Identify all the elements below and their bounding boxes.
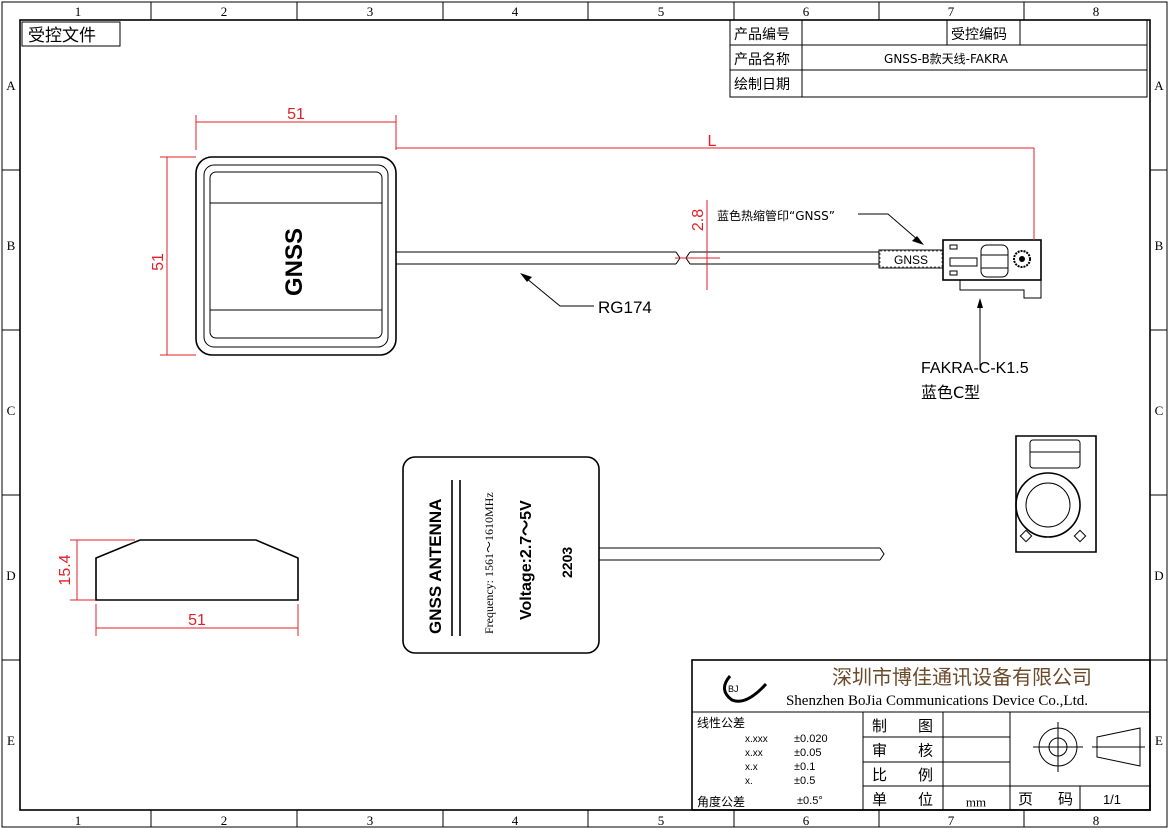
page-label-a: 页 bbox=[1018, 790, 1033, 808]
title-row-value: mm bbox=[966, 795, 986, 810]
connector-label: FAKRA-C-K1.5 bbox=[921, 360, 1029, 377]
label-title: GNSS ANTENNA bbox=[426, 499, 445, 634]
antenna-top-view: GNSS RG174 GNSS 蓝色热缩管印“GNSS” FAKRA-C-K1.… bbox=[195, 156, 1042, 402]
tolerance-value: ±0.05 bbox=[794, 747, 821, 759]
label-code: 2203 bbox=[559, 547, 575, 578]
column-number: 2 bbox=[221, 4, 228, 19]
page-number: 1/1 bbox=[1103, 792, 1121, 807]
page-label-b: 码 bbox=[1058, 790, 1073, 808]
cable-label: RG174 bbox=[598, 298, 652, 317]
column-number: 5 bbox=[658, 813, 665, 828]
label-frequency: Frequency: 1561～1610MHz bbox=[482, 492, 496, 634]
title-row-label-a: 审 bbox=[872, 742, 887, 760]
angle-tolerance-label: 角度公差 bbox=[697, 794, 745, 809]
row-letter: C bbox=[1155, 403, 1164, 418]
sleeve-text: GNSS bbox=[894, 253, 928, 267]
antenna-label: GNSS bbox=[281, 228, 308, 296]
column-number: 5 bbox=[658, 4, 665, 19]
company-logo: BJ bbox=[723, 675, 768, 703]
row-letter: A bbox=[1154, 78, 1164, 93]
company-name-cn: 深圳市博佳通讯设备有限公司 bbox=[832, 665, 1092, 689]
draw-date-label: 绘制日期 bbox=[734, 77, 790, 93]
title-row-label-a: 制 bbox=[872, 717, 887, 735]
title-row-label-a: 比 bbox=[872, 766, 887, 784]
product-no-label: 产品编号 bbox=[734, 27, 790, 43]
control-code-label: 受控编码 bbox=[951, 27, 1007, 43]
column-numbers: 1 1 2 2 3 3 4 4 5 5 6 6 7 7 8 8 bbox=[75, 4, 1100, 828]
label-voltage: Voltage:2.7～5V bbox=[518, 500, 535, 620]
column-number: 7 bbox=[948, 813, 955, 828]
info-table: 产品编号 受控编码 产品名称 GNSS-B款天线-FAKRA 绘制日期 bbox=[729, 19, 1148, 98]
row-letter: E bbox=[7, 733, 15, 748]
sleeve-note: 蓝色热缩管印“GNSS” bbox=[717, 208, 835, 223]
width-dim: 51 bbox=[287, 106, 305, 123]
product-name-label: 产品名称 bbox=[734, 52, 790, 68]
title-row-label-b: 图 bbox=[918, 717, 933, 735]
tolerance-format: x.xxx bbox=[745, 734, 768, 745]
title-row-label-b: 核 bbox=[918, 742, 933, 760]
projection-symbol bbox=[1033, 722, 1145, 772]
side-height-dim: 15.4 bbox=[57, 554, 74, 585]
controlled-file-stamp: 受控文件 bbox=[28, 26, 96, 46]
angle-tolerance: ±0.5° bbox=[797, 795, 823, 807]
title-row-label-b: 位 bbox=[918, 791, 933, 809]
tolerance-format: x.xx bbox=[745, 748, 763, 759]
row-letter: C bbox=[7, 403, 16, 418]
row-letter: A bbox=[6, 78, 16, 93]
company-name-en: Shenzhen BoJia Communications Device Co.… bbox=[786, 693, 1088, 709]
cable-dim: 2.8 bbox=[690, 209, 707, 231]
column-number: 8 bbox=[1093, 813, 1100, 828]
column-number: 6 bbox=[803, 4, 810, 19]
linear-tolerance-label: 线性公差 bbox=[697, 716, 745, 730]
column-number: 1 bbox=[75, 4, 82, 19]
column-number: 6 bbox=[803, 813, 810, 828]
title-row-label-a: 单 bbox=[872, 791, 887, 809]
column-number: 4 bbox=[512, 4, 519, 19]
antenna-label-view: GNSS ANTENNA Frequency: 1561～1610MHz Vol… bbox=[402, 456, 885, 654]
column-number: 2 bbox=[221, 813, 228, 828]
column-number: 3 bbox=[367, 813, 374, 828]
column-number: 7 bbox=[948, 4, 955, 19]
product-name: GNSS-B款天线-FAKRA bbox=[884, 52, 1009, 66]
connector-note: 蓝色C型 bbox=[921, 383, 980, 402]
length-dim: L bbox=[708, 133, 717, 150]
row-letter: D bbox=[1154, 568, 1163, 583]
row-letters: A A B B C C D D E E bbox=[6, 78, 1164, 748]
row-letter: B bbox=[7, 238, 16, 253]
row-letter: B bbox=[1155, 238, 1164, 253]
stamp-box bbox=[21, 21, 121, 47]
side-width-dim: 51 bbox=[188, 612, 206, 629]
tolerance-value: ±0.020 bbox=[794, 733, 828, 745]
column-number: 8 bbox=[1093, 4, 1100, 19]
title-block: BJ 深圳市博佳通讯设备有限公司 Shenzhen BoJia Communic… bbox=[691, 659, 1151, 811]
tolerance-format: x.x bbox=[745, 762, 758, 773]
dimensions-top: 51 51 L 2.8 bbox=[150, 106, 1035, 356]
title-row-label-b: 例 bbox=[918, 766, 933, 784]
svg-text:BJ: BJ bbox=[728, 684, 739, 694]
column-number: 3 bbox=[367, 4, 374, 19]
height-dim: 51 bbox=[150, 253, 167, 271]
tolerance-format: x. bbox=[745, 776, 753, 787]
connector-front-view bbox=[1015, 435, 1097, 553]
column-number: 4 bbox=[512, 813, 519, 828]
tolerance-value: ±0.5 bbox=[794, 775, 815, 787]
tolerance-value: ±0.1 bbox=[794, 761, 815, 773]
antenna-side-view: 15.4 51 bbox=[57, 539, 299, 636]
row-letter: D bbox=[6, 568, 15, 583]
column-number: 1 bbox=[75, 813, 82, 828]
row-letter: E bbox=[1155, 733, 1163, 748]
